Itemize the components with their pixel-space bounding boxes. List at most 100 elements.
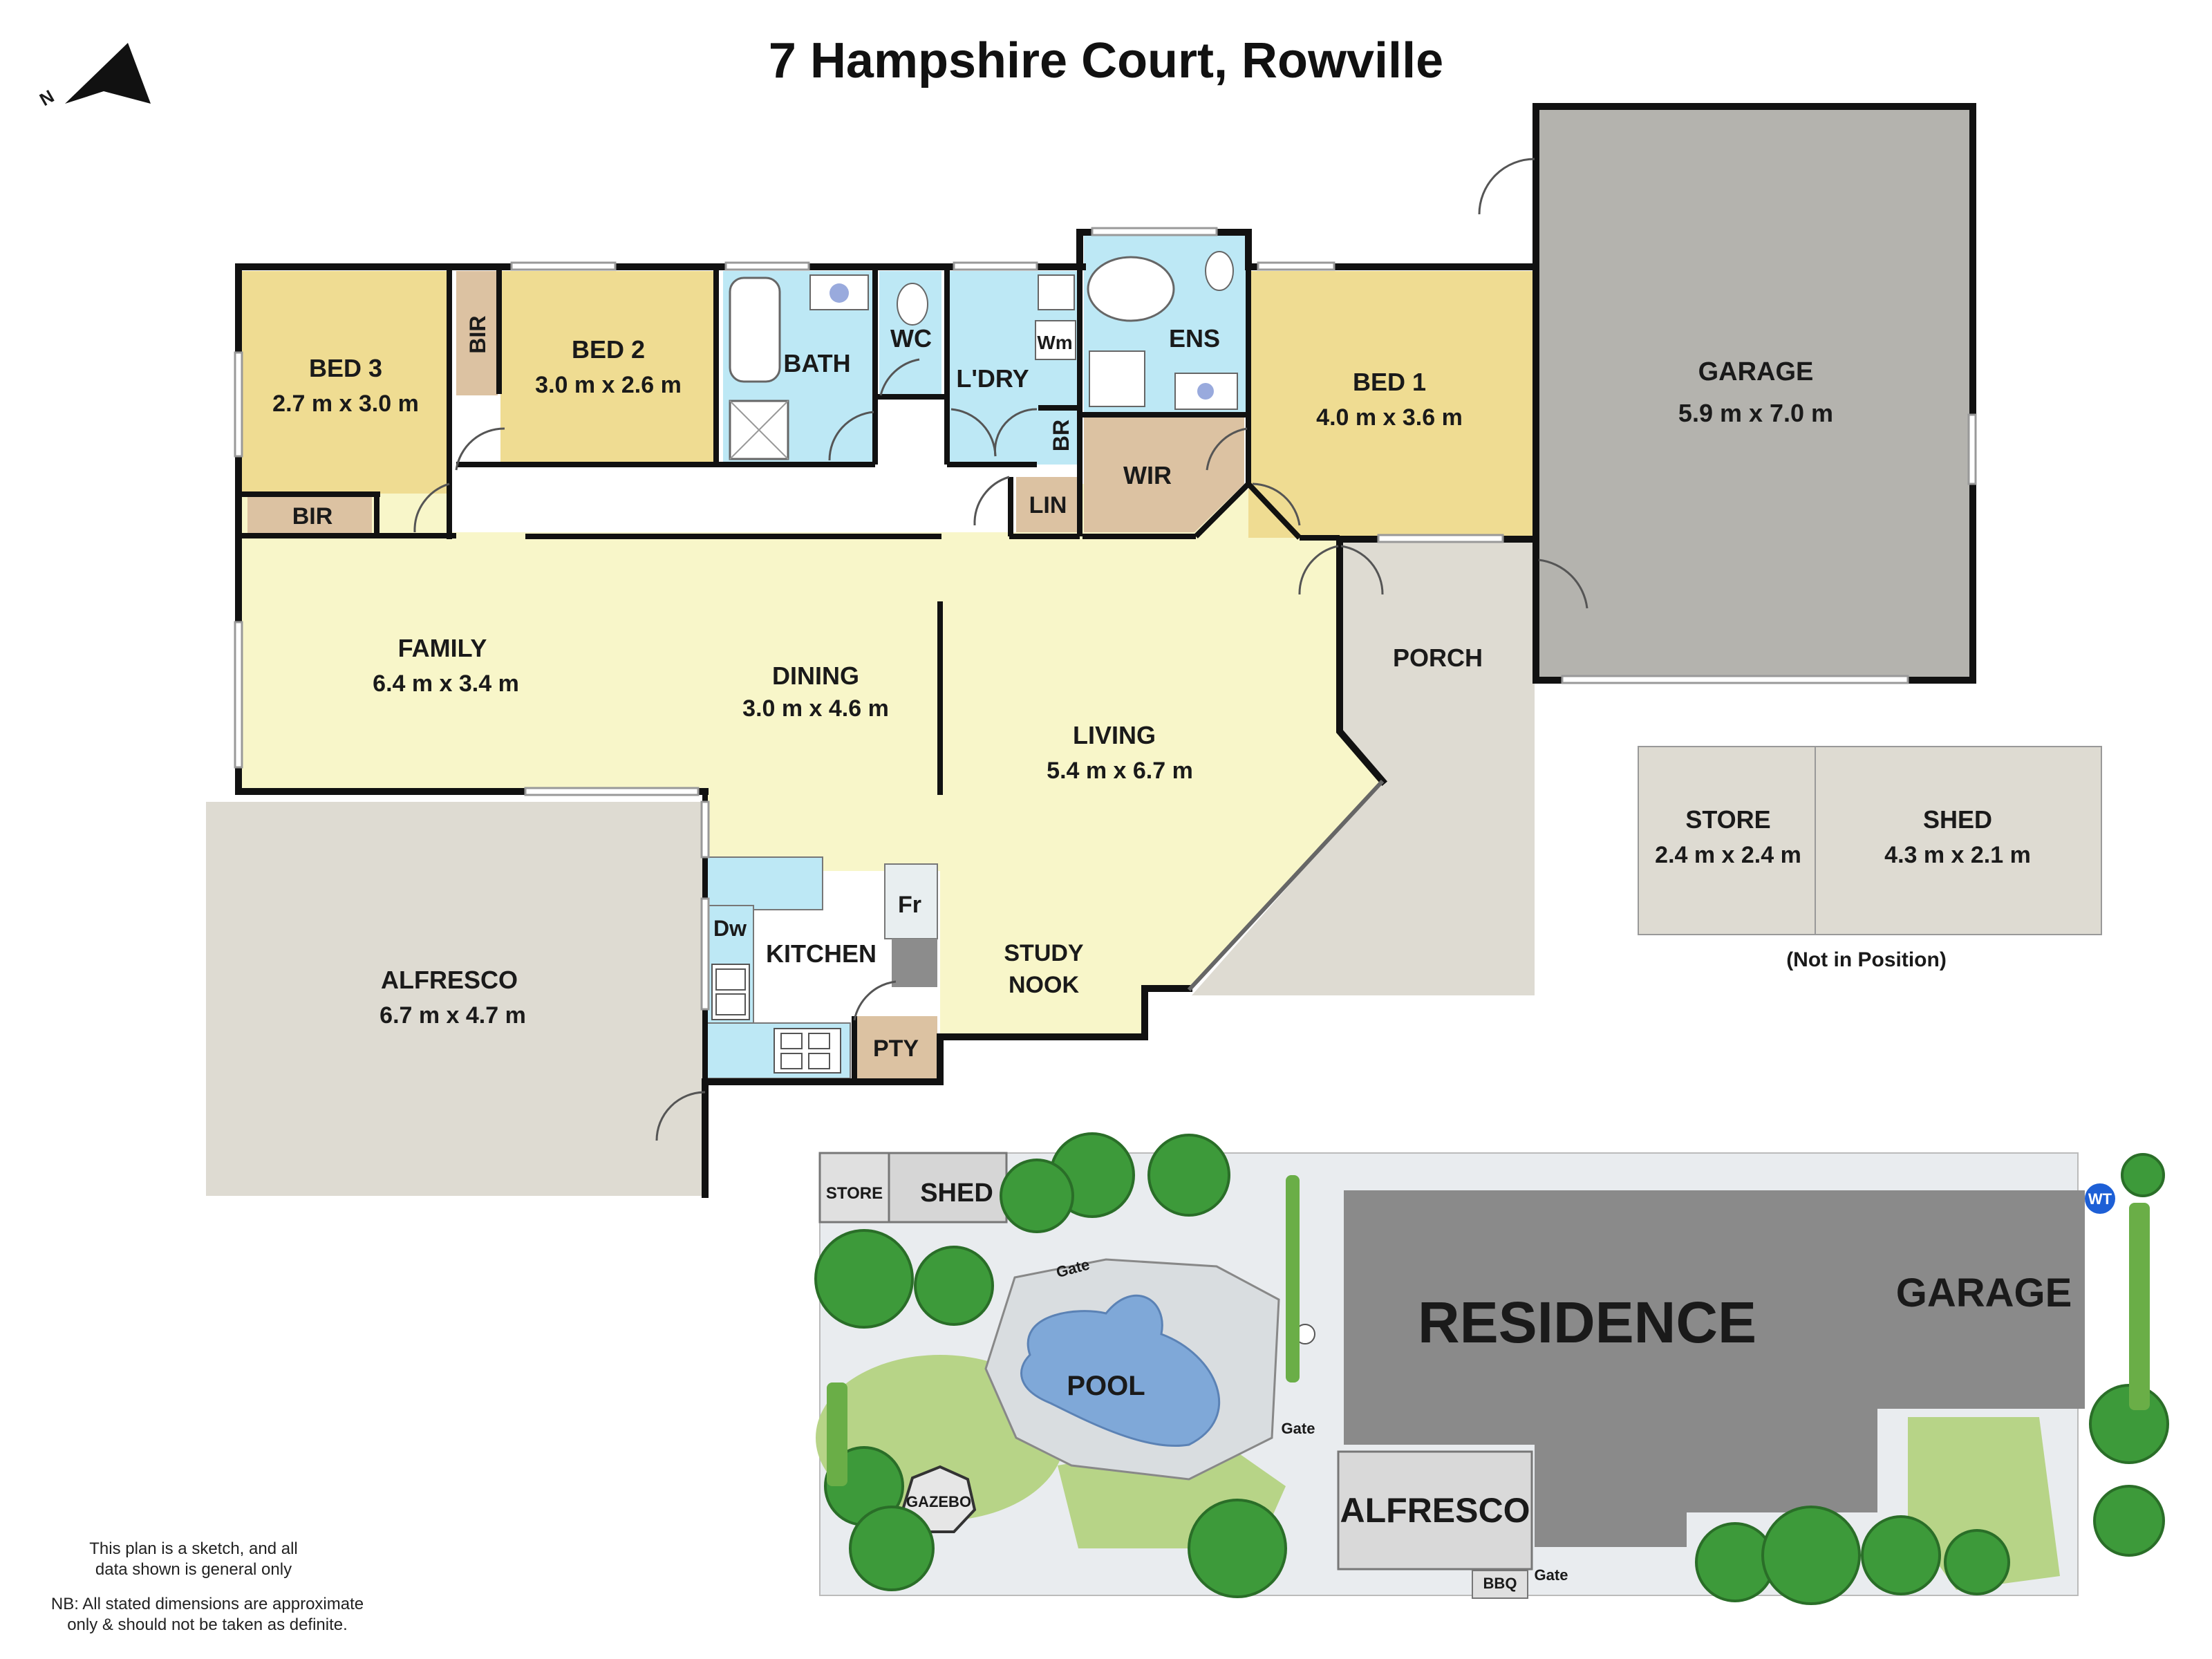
pantry-label: PTY: [873, 1035, 919, 1062]
laundry-trough-icon: [1038, 274, 1075, 310]
store-outbuilding: [1638, 746, 1816, 935]
bed1-area: [1248, 271, 1536, 538]
plan-title: 7 Hampshire Court, Rowville: [769, 33, 1443, 88]
broom-label: BR: [1049, 420, 1074, 451]
door-swings: [413, 158, 1588, 1141]
bbq-label: BBQ: [1483, 1575, 1517, 1592]
dishwasher-label: Dw: [713, 916, 747, 941]
wc-label: WC: [890, 324, 932, 353]
site-shed-label: SHED: [920, 1179, 993, 1208]
bed2-area: [500, 271, 716, 467]
gate-right-label: Gate: [1282, 1420, 1315, 1437]
residence-footprint: [1344, 1190, 2085, 1547]
ensuite-shower-icon: [1089, 350, 1145, 407]
pantry-area: [854, 1016, 937, 1078]
store-dims: 2.4 m x 2.4 m: [1655, 842, 1801, 868]
water-tank-icon: [2085, 1183, 2115, 1214]
dining-label: DINING: [772, 662, 859, 690]
compass-label: N: [36, 86, 57, 110]
wir-label: WIR: [1123, 461, 1172, 489]
disclaimer-sketch: This plan is a sketch, and all data show…: [55, 1539, 332, 1580]
site-shed: [888, 1152, 1008, 1224]
lawn-east: [1908, 1417, 2060, 1590]
study-label-line1: STUDY: [1004, 940, 1084, 966]
bath-basin-icon: [830, 283, 849, 303]
alfresco-dims: 6.7 m x 4.7 m: [379, 1002, 526, 1029]
wir-area: [1084, 415, 1244, 532]
ensuite-bath-icon: [1087, 256, 1175, 322]
shed-label: SHED: [1923, 805, 1992, 834]
linen-label: LIN: [1029, 492, 1067, 518]
cooktop-icon: [774, 1028, 841, 1074]
bed2-dims: 3.0 m x 2.6 m: [535, 372, 682, 398]
shed-outbuilding: [1815, 746, 2102, 935]
fridge-space: [884, 863, 938, 939]
wc-toilet-icon: [897, 283, 928, 326]
garage-label: GARAGE: [1698, 357, 1814, 386]
bed1-label: BED 1: [1353, 368, 1426, 396]
living-label: LIVING: [1073, 721, 1156, 749]
bathtub-icon: [729, 276, 781, 383]
site-alfresco-label: ALFRESCO: [1340, 1491, 1530, 1530]
hedges: [827, 1175, 2150, 1486]
disclaimer-line-2: data shown is general only: [95, 1560, 292, 1579]
bed3-dims: 2.7 m x 3.0 m: [272, 391, 419, 417]
disclaimer-line-3: NB: All stated dimensions are approximat…: [50, 1595, 364, 1613]
bed3-label: BED 3: [309, 354, 382, 382]
garage-dims: 5.9 m x 7.0 m: [1678, 399, 1833, 427]
site-store: [818, 1152, 890, 1224]
north-arrow-icon: N: [36, 43, 151, 110]
windows: [234, 227, 1977, 1011]
bath-vanity-icon: [809, 274, 869, 310]
disclaimer-line-4: only & should not be taken as definite.: [67, 1615, 348, 1634]
bed1-dims: 4.0 m x 3.6 m: [1316, 404, 1463, 431]
site-alfresco: [1337, 1450, 1533, 1571]
fridge-label: Fr: [898, 892, 921, 918]
ensuite-label: ENS: [1169, 324, 1220, 353]
living-zone: [242, 470, 1381, 1037]
dining-dims: 3.0 m x 4.6 m: [742, 695, 889, 722]
shed-dims: 4.3 m x 2.1 m: [1884, 842, 2031, 868]
site-garage-label: GARAGE: [1896, 1271, 2072, 1315]
washing-machine-space: [1035, 320, 1076, 360]
laundry-label: L'DRY: [956, 364, 1029, 393]
family-dims: 6.4 m x 3.4 m: [373, 671, 519, 697]
alfresco-area: [206, 802, 705, 1196]
porch-area: [1192, 539, 1535, 995]
site-store-label: STORE: [826, 1184, 883, 1203]
kitchen-sink-icon: [711, 964, 750, 1020]
family-label: FAMILY: [398, 634, 487, 662]
bed3-robe: [247, 494, 372, 536]
water-tank-label: WT: [2088, 1190, 2112, 1208]
store-label: STORE: [1685, 805, 1770, 834]
gazebo-label: GAZEBO: [906, 1493, 971, 1510]
angled-window-wall: [1187, 779, 1385, 992]
pool-label: POOL: [1067, 1371, 1145, 1401]
residence-label: RESIDENCE: [1418, 1290, 1756, 1355]
kitchen-island-bench: [704, 856, 823, 910]
linen-area: [1016, 477, 1078, 532]
pool-water: [1020, 1294, 1220, 1447]
living-dims: 5.4 m x 6.7 m: [1047, 758, 1193, 784]
bed2-robe: [456, 271, 498, 395]
bed2-label: BED 2: [572, 335, 645, 364]
bbq-box: [1472, 1570, 1528, 1599]
porch-label: PORCH: [1393, 644, 1483, 672]
bath-label: BATH: [783, 349, 850, 377]
washing-machine-label: Wm: [1037, 332, 1072, 353]
study-label-line2: NOOK: [1009, 972, 1079, 998]
alfresco-label: ALFRESCO: [381, 966, 518, 994]
gate-bottom-label: Gate: [1535, 1566, 1568, 1584]
not-in-position-note: (Not in Position): [1786, 948, 1947, 971]
fridge-cabinet: [892, 939, 937, 987]
site-plan: STORE SHED RESIDENCE GARAGE ALFRESCO POO…: [814, 1132, 2169, 1605]
bed3-area: [242, 271, 449, 494]
garage-area: [1536, 106, 1973, 680]
kitchen-label: KITCHEN: [766, 939, 877, 968]
bir-upper-label: BIR: [465, 315, 490, 353]
disclaimer-dimensions: NB: All stated dimensions are approximat…: [28, 1594, 387, 1635]
disclaimer-line-1: This plan is a sketch, and all: [89, 1539, 298, 1558]
bir-lower-label: BIR: [292, 503, 333, 529]
ensuite-toilet-icon: [1205, 251, 1234, 291]
